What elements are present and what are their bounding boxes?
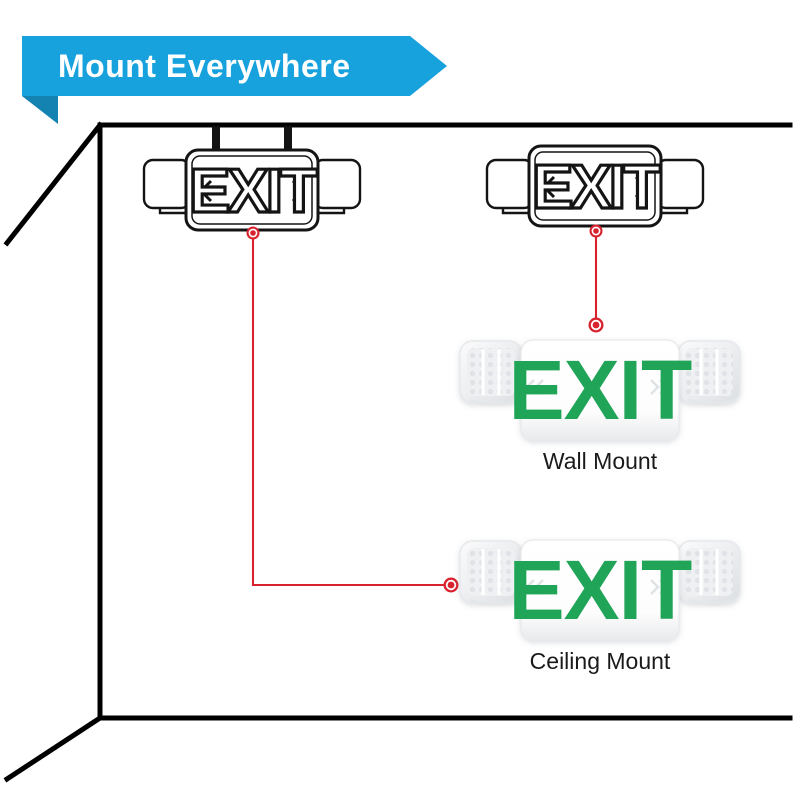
right-chevron-icon [659, 379, 669, 395]
wall-mount-exit-text: EXIT [509, 343, 692, 437]
wire-dot-origin-right [589, 224, 603, 238]
line-sign-inner-border [191, 155, 313, 225]
lamp-led-grid-left [467, 548, 515, 596]
right-chevron-icon-2 [650, 579, 660, 595]
left-chevron-icon [525, 379, 535, 395]
ceiling-stem-left [212, 126, 220, 154]
mount-everywhere-banner: Mount Everywhere [22, 36, 447, 124]
right-chevron-icon [659, 579, 669, 595]
wall-mount-caption: Wall Mount [543, 448, 658, 474]
ceiling-sign-right: EXIT [485, 144, 705, 228]
right-chevron-icon [291, 179, 306, 203]
room-wireframe [3, 121, 793, 783]
ceiling-stem-right [284, 126, 292, 154]
line-sign2-exit-text: EXIT [532, 153, 661, 222]
ceiling-mount-exit-text: EXIT [509, 543, 692, 637]
floor-perspective-line [3, 714, 104, 783]
ceiling-mount-lamp-left [459, 540, 538, 606]
line-sign2-inner-border [534, 151, 656, 221]
line-sign-exit-text: EXIT [189, 157, 318, 226]
banner-fold [22, 96, 58, 124]
left-chevron-icon [541, 175, 556, 199]
right-chevron-icon-2 [650, 379, 660, 395]
lamp-led-grid-right [685, 348, 733, 396]
wall-mount-body [520, 339, 680, 441]
left-chevron-icon [525, 579, 535, 595]
right-chevron-icon [634, 175, 649, 199]
wall-mount-lamp-right [662, 340, 741, 406]
banner-label: Mount Everywhere [58, 48, 351, 84]
wire-dot-end-right [588, 317, 604, 333]
wire-right-run [588, 224, 604, 333]
ceiling-perspective-line [3, 121, 104, 247]
product-wall-mount: EXIT Wall Mount [459, 339, 741, 474]
wire-left-run [246, 226, 459, 593]
product-ceiling-mount: EXIT Ceiling Mount [459, 539, 741, 674]
lamp-led-grid-right [685, 548, 733, 596]
wire-left-path [251, 237, 446, 587]
left-chevron-icon-2 [534, 579, 544, 595]
ceiling-mount-caption: Ceiling Mount [530, 648, 671, 674]
ceiling-sign-left: EXIT [142, 126, 362, 232]
ceiling-mount-body [520, 539, 680, 641]
wire-dot-origin-left [246, 226, 260, 240]
banner-arrow-shape [22, 36, 447, 96]
wire-dot-end-left [443, 577, 459, 593]
left-chevron-icon-2 [534, 379, 544, 395]
left-chevron-icon [198, 179, 213, 203]
lamp-led-grid-left [467, 348, 515, 396]
